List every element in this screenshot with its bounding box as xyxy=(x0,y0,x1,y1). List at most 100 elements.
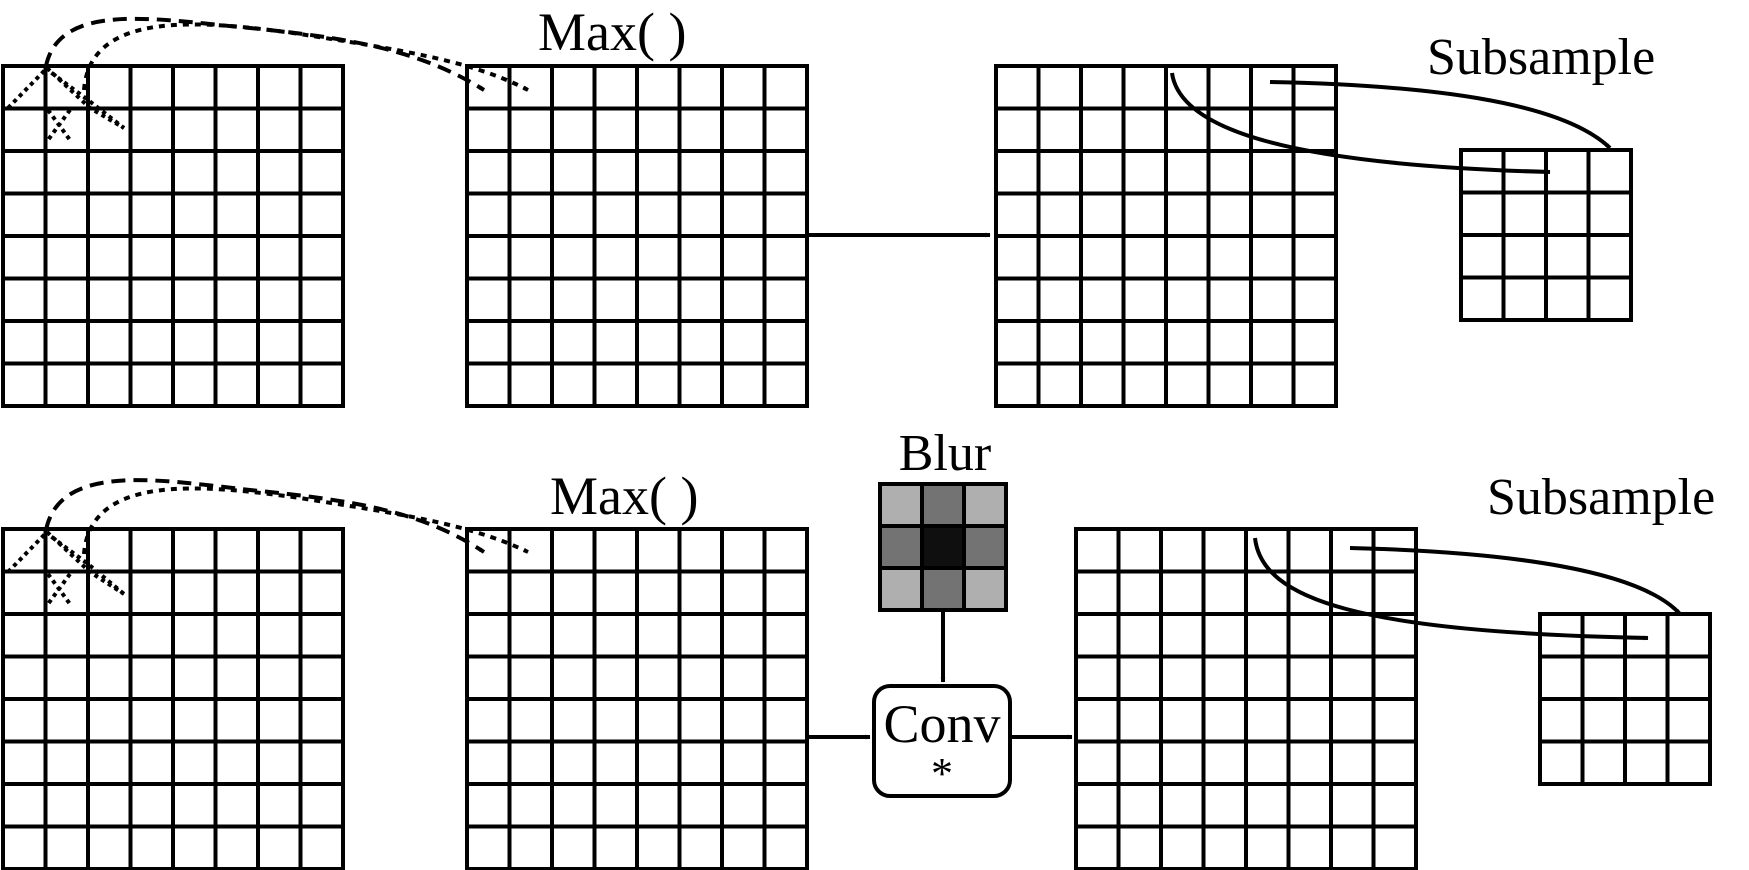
grid-cell xyxy=(550,106,597,153)
grid-cell xyxy=(994,361,1041,408)
grid-cell xyxy=(86,149,133,196)
grid-cell xyxy=(507,654,554,701)
grid-cell xyxy=(1291,149,1338,196)
grid-cell xyxy=(128,276,175,323)
grid-cell xyxy=(592,527,639,574)
kernel-cell xyxy=(878,524,924,570)
blurpool-row: Blur Conv * Max( ) Subsample xyxy=(1,425,1715,870)
grid-cell xyxy=(171,612,218,659)
grid-cell xyxy=(1371,782,1418,829)
grid-cell xyxy=(213,739,260,786)
grid-cell xyxy=(1665,739,1712,786)
grid-cell xyxy=(592,782,639,829)
grid-cell xyxy=(171,234,218,281)
grid-cell xyxy=(1121,191,1168,238)
grid-cell xyxy=(762,276,809,323)
grid-cell xyxy=(720,64,767,111)
grid-cell xyxy=(1623,697,1670,744)
subsample-arrow xyxy=(1349,546,1682,616)
grid-cell xyxy=(762,234,809,281)
grid-cell xyxy=(86,612,133,659)
grid-cell xyxy=(1116,739,1163,786)
grid-cell xyxy=(1249,64,1296,111)
grid-cell xyxy=(994,64,1041,111)
grid-cell xyxy=(465,319,512,366)
pool-window-marker xyxy=(46,108,72,142)
grid-cell xyxy=(1244,612,1291,659)
grid-cell xyxy=(128,782,175,829)
grid-cell xyxy=(213,697,260,744)
grid-cell xyxy=(635,739,682,786)
grid-cell xyxy=(1665,612,1712,659)
grid-cell xyxy=(1286,654,1333,701)
grid-cell xyxy=(86,824,133,870)
grid-cell xyxy=(43,782,90,829)
grid-cell xyxy=(994,106,1041,153)
grid-cell xyxy=(1580,739,1627,786)
kernel-cell xyxy=(878,566,924,612)
grid-cell xyxy=(720,527,767,574)
grid-cell xyxy=(171,106,218,153)
pre-subsample-grid xyxy=(1074,527,1418,870)
grid-cell xyxy=(298,654,345,701)
grid-cell xyxy=(1291,106,1338,153)
grid-cell xyxy=(298,361,345,408)
grid-cell xyxy=(1244,739,1291,786)
grid-cell xyxy=(86,64,133,111)
grid-cell xyxy=(171,276,218,323)
grid-cell xyxy=(1244,654,1291,701)
grid-cell xyxy=(298,64,345,111)
grid-cell xyxy=(1121,149,1168,196)
grid-cell xyxy=(550,824,597,870)
grid-cell xyxy=(1074,824,1121,870)
grid-cell xyxy=(507,276,554,323)
max-output-grid xyxy=(465,64,809,408)
grid-cell xyxy=(635,106,682,153)
grid-cell xyxy=(86,276,133,323)
max-output-grid xyxy=(465,527,809,870)
grid-cell xyxy=(298,697,345,744)
grid-cell xyxy=(635,782,682,829)
grid-cell xyxy=(1159,527,1206,574)
grid-cell xyxy=(1,569,48,616)
grid-cell xyxy=(507,64,554,111)
grid-cell xyxy=(465,234,512,281)
grid-cell xyxy=(635,149,682,196)
grid-cell xyxy=(1,149,48,196)
grid-cell xyxy=(677,64,724,111)
grid-cell xyxy=(128,64,175,111)
blur-label: Blur xyxy=(899,425,991,482)
grid-cell xyxy=(550,191,597,238)
grid-cell xyxy=(762,824,809,870)
grid-cell xyxy=(550,612,597,659)
grid-cell xyxy=(43,191,90,238)
grid-cell xyxy=(86,527,133,574)
grid-cell xyxy=(1544,233,1591,280)
grid-cell xyxy=(635,64,682,111)
grid-cell xyxy=(720,569,767,616)
grid-cell xyxy=(128,149,175,196)
grid-cell xyxy=(1244,824,1291,870)
grid-cell xyxy=(256,361,303,408)
grid-cell xyxy=(171,654,218,701)
grid-cell xyxy=(677,782,724,829)
grid-cell xyxy=(592,106,639,153)
grid-cell xyxy=(86,106,133,153)
grid-cell xyxy=(256,654,303,701)
grid-cell xyxy=(677,654,724,701)
grid-cell xyxy=(1206,64,1253,111)
grid-cell xyxy=(256,739,303,786)
grid-cell xyxy=(1,612,48,659)
grid-cell xyxy=(1249,149,1296,196)
max-label: Max( ) xyxy=(538,2,686,62)
grid-cell xyxy=(256,824,303,870)
grid-cell xyxy=(1036,319,1083,366)
grid-cell xyxy=(1,782,48,829)
grid-cell xyxy=(1329,824,1376,870)
grid-cell xyxy=(1121,64,1168,111)
grid-cell xyxy=(43,739,90,786)
grid-cell xyxy=(1121,319,1168,366)
pre-subsample-grid xyxy=(994,64,1338,408)
grid-cell xyxy=(465,654,512,701)
pool-window-marker xyxy=(46,572,72,606)
